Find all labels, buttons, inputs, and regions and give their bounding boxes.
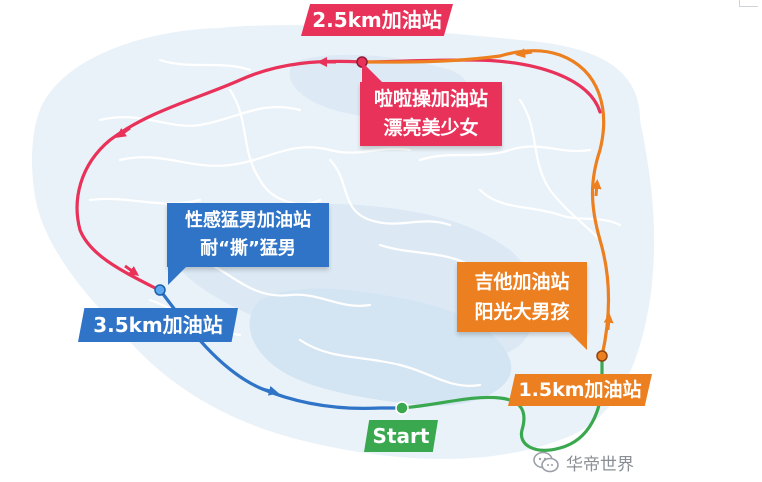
label-2-5km-station: 2.5km加油站 [301,4,453,36]
callout-tail-jita [569,332,587,350]
callout-lala-line1: 啦啦操加油站 [373,88,488,110]
watermark: 华帝世界 [532,447,634,477]
route-blue-arrow [261,385,279,396]
label-start-text: Start [372,424,430,448]
route-orange [498,49,611,358]
route-orange-arrow-2 [591,179,602,197]
label-2-5km-text: 2.5km加油站 [312,8,442,32]
route-red-arrow-2 [115,126,131,138]
wechat-icon [533,451,559,473]
station-dot-3-5km [154,284,166,296]
callout-xinggan-station: 性感猛男加油站 耐“撕”猛男 [167,203,329,267]
label-3-5km-station: 3.5km加油站 [78,308,238,342]
callout-xinggan-line1: 性感猛男加油站 [185,210,311,231]
callout-tail-xinggan [168,267,186,285]
route-orange-arrow-3 [515,48,533,59]
label-3-5km-text: 3.5km加油站 [93,313,223,337]
label-start: Start [364,420,438,452]
callout-jita-line2: 阳光大男孩 [474,301,570,323]
callout-tail-lala [362,62,382,82]
callout-jita-line1: 吉他加油站 [474,271,570,293]
watermark-text: 华帝世界 [566,454,634,475]
label-1-5km-text: 1.5km加油站 [518,379,642,401]
start-dot [395,401,409,415]
callout-xinggan-line2: 耐“撕”猛男 [200,238,296,259]
callout-jita-station: 吉他加油站 阳光大男孩 [457,262,587,332]
route-red-arrow-3 [124,264,140,276]
callout-lala-station: 啦啦操加油站 漂亮美少女 [360,82,502,146]
callout-lala-line2: 漂亮美少女 [383,117,479,139]
station-dot-1-5km [596,350,608,362]
label-1-5km-station: 1.5km加油站 [508,374,652,406]
route-orange-arrow-1 [603,313,614,331]
corner-mark [739,0,758,7]
